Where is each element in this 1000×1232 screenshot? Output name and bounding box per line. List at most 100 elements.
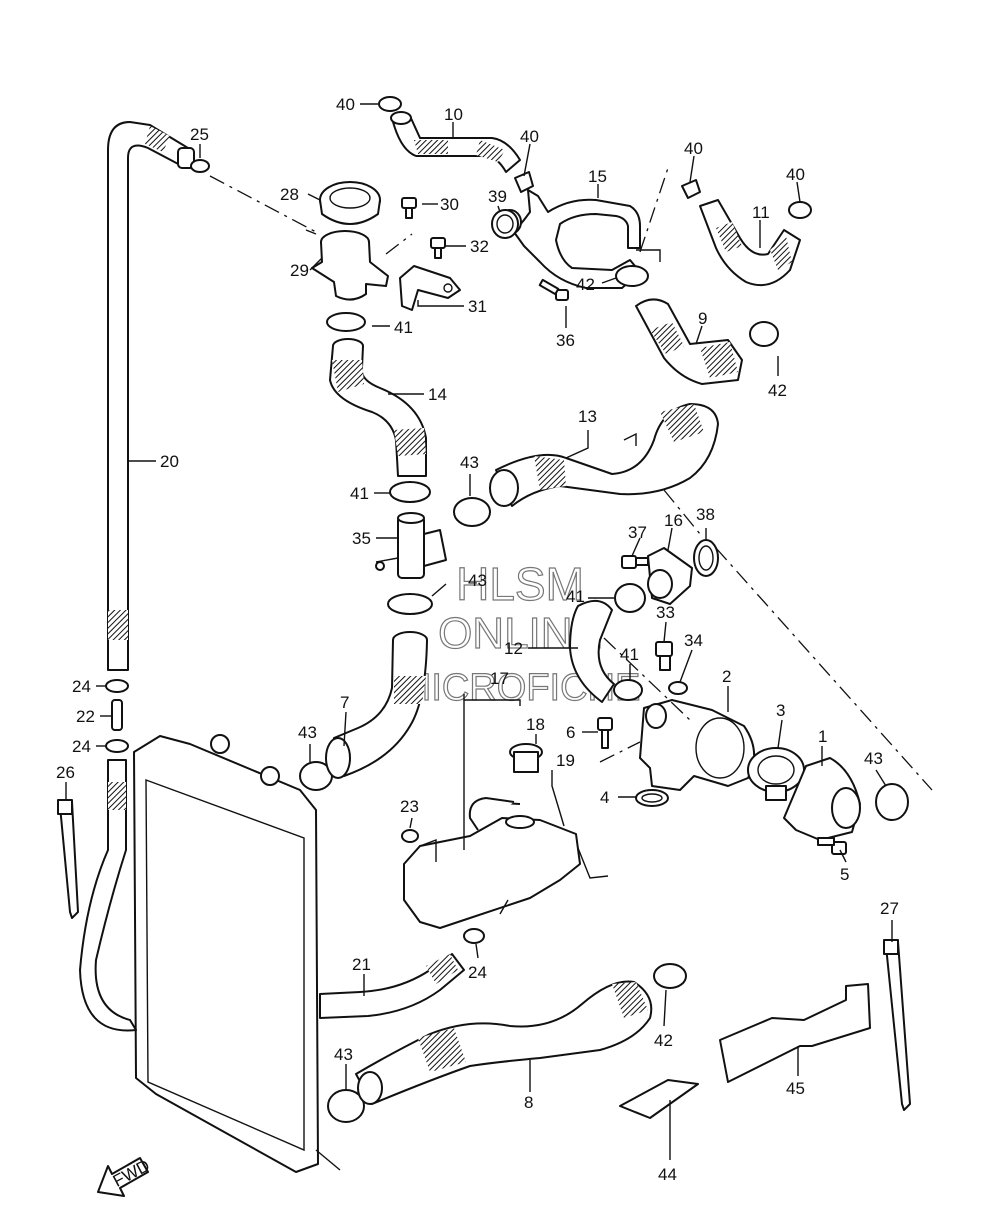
callout-40: 40 (520, 127, 539, 146)
callout-45: 45 (786, 1079, 805, 1098)
callout-38: 38 (696, 505, 715, 524)
part-35-water-joint (375, 512, 447, 579)
callout-19: 19 (556, 751, 575, 770)
callout-40: 40 (684, 139, 703, 158)
callout-34: 34 (684, 631, 703, 650)
part-30-bolt (401, 197, 417, 219)
part-29-filler-neck (305, 229, 389, 301)
callout-27: 27 (880, 899, 899, 918)
callout-43: 43 (468, 571, 487, 590)
reference-lines (209, 167, 933, 791)
callout-25: 25 (190, 125, 209, 144)
callout-11: 11 (752, 203, 770, 222)
part-28-radiator-cap (319, 181, 381, 225)
part-4-gasket (635, 789, 669, 807)
callout-43: 43 (864, 749, 883, 768)
part-25-clamp (190, 159, 210, 173)
callout-43: 43 (298, 723, 317, 742)
callout-9: 9 (698, 309, 707, 328)
callout-43: 43 (460, 453, 479, 472)
part-7-hose (325, 631, 428, 779)
callout-41: 41 (620, 645, 639, 664)
part-27-cable-tie (883, 939, 911, 1111)
callout-13: 13 (578, 407, 597, 426)
part-32-bolt (430, 237, 446, 259)
part-8-hose (355, 980, 653, 1105)
callout-21: 21 (352, 955, 371, 974)
radiator (133, 734, 341, 1173)
callout-22: 22 (76, 707, 95, 726)
callout-3: 3 (776, 701, 785, 720)
callout-30: 30 (440, 195, 459, 214)
part-41-clamps (326, 312, 646, 701)
callout-17: 17 (490, 669, 509, 688)
callout-41: 41 (394, 318, 413, 337)
part-39-o-ring (491, 209, 519, 239)
part-45-plate (719, 983, 871, 1083)
watermark-line1: HLSM (456, 558, 584, 610)
part-22-joint (111, 699, 123, 731)
part-1-thermostat-cover (783, 757, 861, 841)
callout-39: 39 (488, 187, 507, 206)
callout-42: 42 (654, 1031, 673, 1050)
callout-26: 26 (56, 763, 75, 782)
part-37-bolt (621, 555, 649, 569)
callout-31: 31 (468, 297, 487, 316)
callout-12: 12 (504, 639, 523, 658)
part-20-overflow-pipe (107, 121, 195, 671)
part-26-cable-tie (57, 799, 79, 919)
callout-42: 42 (768, 381, 787, 400)
part-2-thermostat-case (639, 699, 755, 791)
callout-37: 37 (628, 523, 647, 542)
callout-15: 15 (588, 167, 607, 186)
callout-labels: 40 10 25 40 15 39 40 40 11 28 30 32 29 3… (56, 95, 899, 1184)
fwd-arrow: FWD (97, 1156, 153, 1197)
callout-35: 35 (352, 529, 371, 548)
callout-41: 41 (350, 484, 369, 503)
callout-1: 1 (818, 727, 827, 746)
callout-18: 18 (526, 715, 545, 734)
part-11-hose (699, 199, 801, 286)
callout-5: 5 (840, 865, 849, 884)
part-36-bolt (538, 278, 569, 301)
callout-29: 29 (290, 261, 309, 280)
callout-40: 40 (786, 165, 805, 184)
callout-28: 28 (280, 185, 299, 204)
callout-42: 42 (576, 275, 595, 294)
part-21-hose (79, 759, 465, 1032)
part-38-o-ring (693, 539, 719, 577)
part-6-bolt (597, 717, 613, 749)
part-19-reservoir-tank (403, 797, 609, 929)
part-33-temp-sensor (655, 641, 673, 671)
callout-2: 2 (722, 667, 731, 686)
part-34-washer (668, 681, 688, 695)
part-23-bolt (401, 829, 419, 843)
part-14-hose (329, 338, 427, 477)
part-10-hose (390, 111, 521, 173)
callout-10: 10 (444, 105, 463, 124)
part-44-label (619, 1079, 699, 1119)
part-3-thermostat (747, 747, 805, 801)
callout-24: 24 (72, 737, 91, 756)
callout-33: 33 (656, 603, 675, 622)
callout-20: 20 (160, 452, 179, 471)
part-31-bracket (399, 265, 461, 311)
callout-36: 36 (556, 331, 575, 350)
callout-7: 7 (340, 693, 349, 712)
callout-24: 24 (72, 677, 91, 696)
part-16-pipe (647, 547, 693, 605)
part-43-clamps (299, 497, 909, 1123)
callout-24: 24 (468, 963, 487, 982)
callout-41: 41 (566, 587, 585, 606)
callout-23: 23 (400, 797, 419, 816)
callout-44: 44 (658, 1165, 677, 1184)
callout-16: 16 (664, 511, 683, 530)
part-9-hose (635, 298, 743, 385)
leader-lines (65, 103, 893, 1160)
callout-32: 32 (470, 237, 489, 256)
part-12-hose (569, 599, 615, 703)
part-5-bolt (817, 837, 847, 855)
part-42-clamps (615, 265, 779, 989)
callout-43: 43 (334, 1045, 353, 1064)
